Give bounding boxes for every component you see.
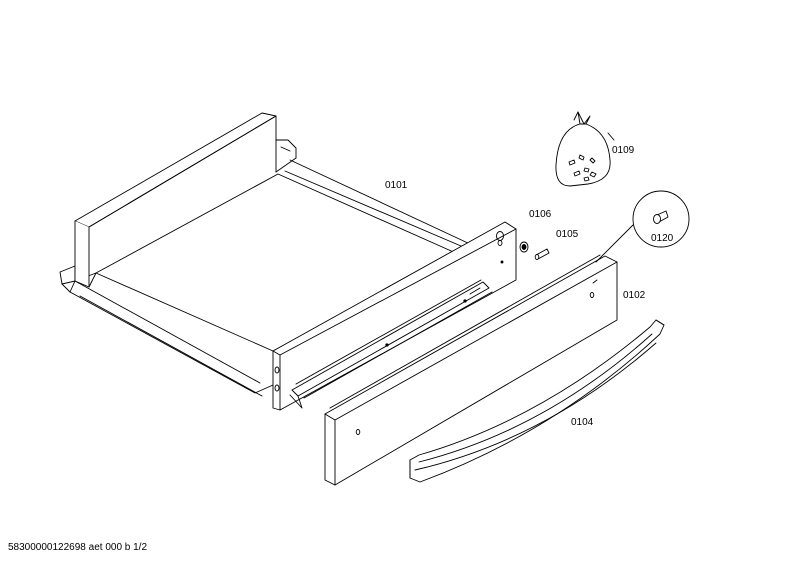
drawer-box	[59, 112, 517, 411]
label-0120: 0120	[651, 233, 674, 244]
drawer-handle	[409, 319, 665, 483]
label-0102: 0102	[623, 290, 646, 301]
pin-part	[534, 248, 550, 260]
detail-callout	[595, 190, 690, 263]
label-0104: 0104	[571, 417, 594, 428]
document-footer-code: 58300000122698 aet 000 b 1/2	[8, 542, 148, 553]
screw-bag	[555, 111, 611, 187]
label-0101: 0101	[385, 180, 408, 191]
leader-lines	[607, 132, 615, 141]
label-0105: 0105	[556, 229, 579, 240]
label-0106: 0106	[529, 209, 552, 220]
label-0109: 0109	[612, 145, 635, 156]
front-panel	[324, 254, 618, 486]
nut-part	[519, 241, 529, 253]
